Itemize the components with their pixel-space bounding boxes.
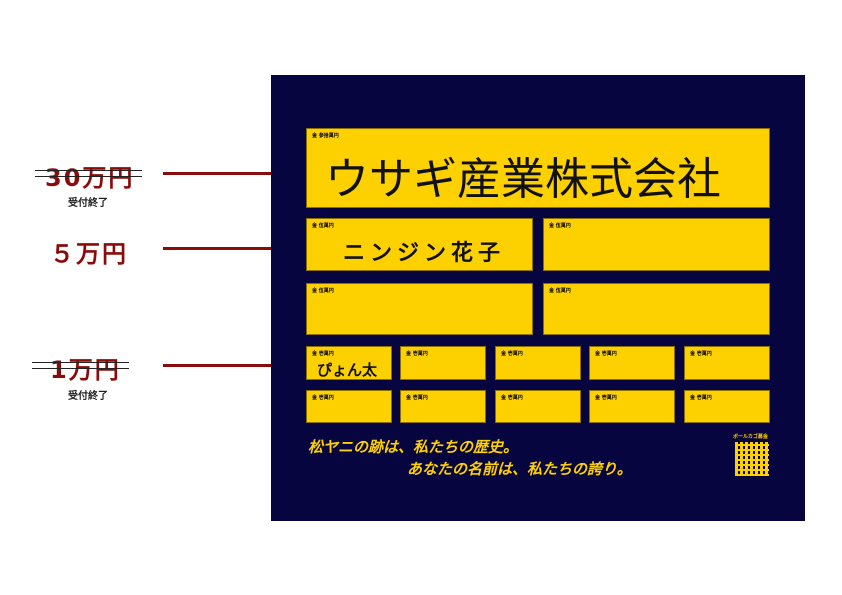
plate-label: 金 壱萬円 — [690, 351, 712, 357]
plate-small: 金 壱萬円 — [589, 346, 675, 380]
plate-label: 金 壱萬円 — [406, 395, 428, 401]
tier-5man-price: ５万円 — [50, 240, 128, 268]
plate-label: 金 壱萬円 — [501, 395, 523, 401]
plate-label: 金 伍萬円 — [312, 223, 334, 229]
donor-name: ニンジン花子 — [343, 241, 506, 266]
plate-small: 金 壱萬円 — [589, 390, 675, 423]
qr-label: ボールカゴ募金 — [733, 434, 768, 440]
pointer-line — [163, 247, 315, 250]
plate-mid: 金 伍萬円 — [543, 218, 770, 271]
plate-small: 金 壱萬円 — [400, 390, 486, 423]
tier-1man-status: 受付終了 — [68, 391, 108, 402]
plate-label: 金 伍萬円 — [312, 288, 334, 294]
plate-small: 金 壱萬円 — [495, 390, 581, 423]
tier-30man-status: 受付終了 — [68, 198, 108, 209]
plate-label: 金 壱萬円 — [595, 395, 617, 401]
plate-mid: 金 伍萬円 — [543, 283, 770, 335]
pointer-line — [163, 172, 315, 175]
slogan-line-2: あなたの名前は、私たちの誇り。 — [407, 460, 632, 478]
plate-label: 金 参拾萬円 — [312, 133, 339, 139]
plate-big: 金 参拾萬円 ウサギ産業株式会社 — [306, 128, 770, 208]
plate-label: 金 壱萬円 — [312, 395, 334, 401]
donor-name: ウサギ産業株式会社 — [325, 154, 721, 205]
plate-label: 金 伍萬円 — [549, 223, 571, 229]
plate-small: 金 壱萬円ぴょん太 — [306, 346, 392, 380]
plate-small: 金 壱萬円 — [400, 346, 486, 380]
plate-small: 金 壱萬円 — [684, 346, 770, 380]
plate-label: 金 壱萬円 — [501, 351, 523, 357]
pointer-line — [163, 364, 315, 367]
slogan-line-1: 松ヤニの跡は、私たちの歴史。 — [308, 438, 519, 456]
plate-small: 金 壱萬円 — [495, 346, 581, 380]
plate-label: 金 壱萬円 — [595, 351, 617, 357]
plate-small: 金 壱萬円 — [684, 390, 770, 423]
plate-label: 金 壱萬円 — [690, 395, 712, 401]
plate-small: 金 壱萬円 — [306, 390, 392, 423]
qr-code-icon[interactable] — [735, 442, 769, 476]
plate-label: 金 伍萬円 — [549, 288, 571, 294]
plate-label: 金 壱萬円 — [406, 351, 428, 357]
plate-label: 金 壱萬円 — [312, 351, 334, 357]
donor-name: ぴょん太 — [317, 361, 378, 379]
tier-30man-price: 30万円 — [35, 158, 143, 193]
plate-mid: 金 伍萬円 ニンジン花子 — [306, 218, 533, 271]
plate-mid: 金 伍萬円 — [306, 283, 533, 335]
tier-1man-price: 1万円 — [32, 350, 129, 385]
